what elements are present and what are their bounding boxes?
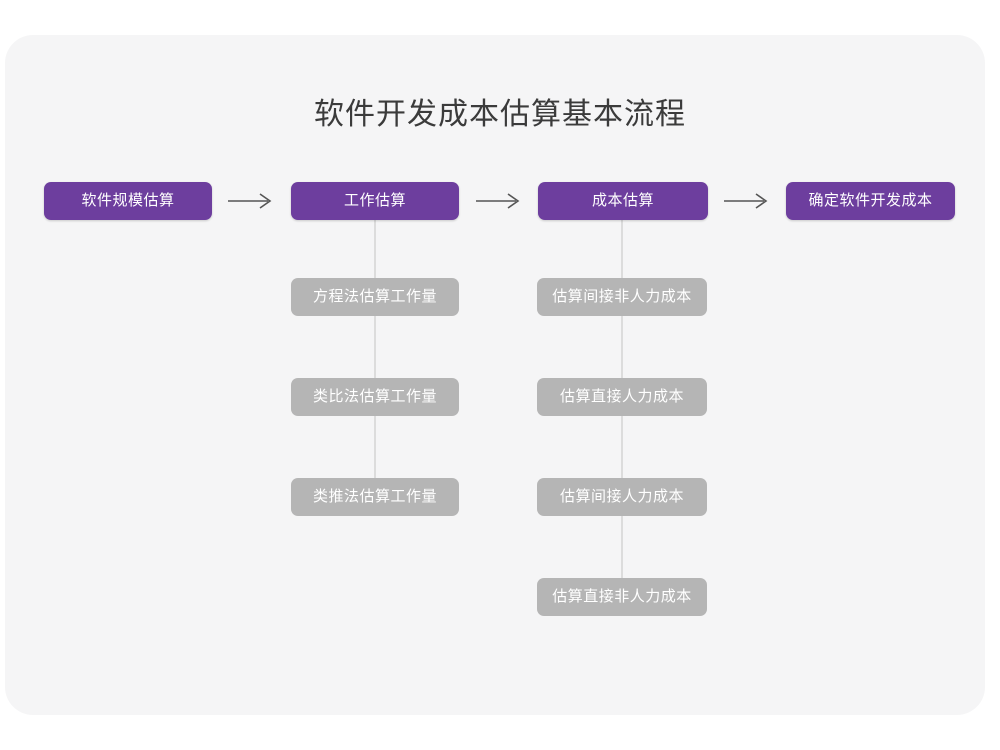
node-software-scale-estimation[interactable]: 软件规模估算 — [44, 182, 212, 220]
node-determine-development-cost[interactable]: 确定软件开发成本 — [786, 182, 955, 220]
arrow-right-icon-2 — [476, 190, 522, 212]
node-direct-labor-cost[interactable]: 估算直接人力成本 — [537, 378, 707, 416]
diagram-panel — [5, 35, 985, 715]
node-equation-method-effort[interactable]: 方程法估算工作量 — [291, 278, 459, 316]
branch-connector-line-worklevel — [374, 220, 376, 497]
node-analogy-method-effort[interactable]: 类比法估算工作量 — [291, 378, 459, 416]
node-cost-estimation[interactable]: 成本估算 — [538, 182, 708, 220]
node-indirect-labor-cost[interactable]: 估算间接人力成本 — [537, 478, 707, 516]
node-effort-estimation[interactable]: 工作估算 — [291, 182, 459, 220]
arrow-right-icon-1 — [228, 190, 274, 212]
node-inference-method-effort[interactable]: 类推法估算工作量 — [291, 478, 459, 516]
arrow-right-icon-3 — [724, 190, 770, 212]
node-direct-nonlabor-cost[interactable]: 估算直接非人力成本 — [537, 578, 707, 616]
page-title: 软件开发成本估算基本流程 — [314, 98, 686, 131]
node-indirect-nonlabor-cost[interactable]: 估算间接非人力成本 — [537, 278, 707, 316]
